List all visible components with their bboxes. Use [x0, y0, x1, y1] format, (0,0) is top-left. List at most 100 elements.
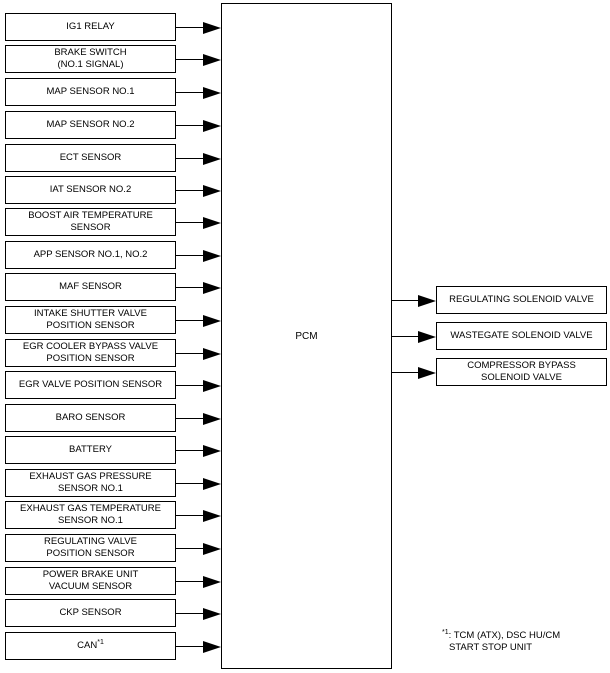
input-arrow-15-arrowhead: [203, 477, 221, 490]
input-arrow-15-line: [176, 483, 203, 484]
input-box-7-line-1: BOOST AIR TEMPERATURE: [28, 210, 153, 221]
output-box-2-line-1: WASTEGATE SOLENOID VALVE: [450, 330, 593, 341]
input-arrow-19-arrowhead: [203, 607, 221, 620]
footnote-line-1: : TCM (ATX), DSC HU/CM: [448, 630, 561, 641]
input-box-3: MAP SENSOR NO.1: [5, 78, 176, 106]
input-arrow-10-line: [176, 320, 203, 321]
input-box-12-line-1: EGR VALVE POSITION SENSOR: [18, 379, 163, 390]
input-box-2-line-2: (NO.1 SIGNAL): [57, 59, 124, 70]
input-arrow-4-arrowhead: [203, 119, 221, 132]
input-arrow-12-arrowhead: [203, 379, 221, 392]
input-arrow-6-line: [176, 190, 203, 191]
footnote-mark: *1: [442, 628, 449, 636]
input-arrow-20-line: [176, 646, 203, 647]
input-box-18-line-1: POWER BRAKE UNIT: [42, 569, 139, 580]
input-box-12: EGR VALVE POSITION SENSOR: [5, 371, 176, 399]
input-arrow-9-line: [176, 287, 203, 288]
input-arrow-5-line: [176, 158, 203, 159]
input-box-20: CAN*1: [5, 632, 176, 660]
input-arrow-19-line: [176, 613, 203, 614]
input-arrow-9-arrowhead: [203, 281, 221, 294]
input-box-13: BARO SENSOR: [5, 404, 176, 432]
input-box-9-line-1: MAF SENSOR: [59, 281, 122, 292]
input-arrow-11-arrowhead: [203, 347, 221, 360]
input-arrow-14-arrowhead: [203, 444, 221, 457]
input-box-16-line-2: SENSOR NO.1: [58, 515, 123, 526]
input-arrow-7-arrowhead: [203, 216, 221, 229]
input-arrow-3-arrowhead: [203, 86, 221, 99]
input-box-11-line-1: EGR COOLER BYPASS VALVE: [22, 341, 159, 352]
output-box-3-line-1: COMPRESSOR BYPASS: [467, 360, 576, 371]
output-arrow-3-arrowhead: [418, 366, 436, 379]
input-box-17-line-2: POSITION SENSOR: [46, 548, 135, 559]
input-box-10-line-1: INTAKE SHUTTER VALVE: [34, 308, 147, 319]
input-box-2: BRAKE SWITCH(NO.1 SIGNAL): [5, 45, 176, 73]
input-box-5-line-1: ECT SENSOR: [59, 152, 122, 163]
input-arrow-18-arrowhead: [203, 575, 221, 588]
input-box-18-line-2: VACUUM SENSOR: [48, 581, 133, 592]
input-arrow-12-line: [176, 385, 203, 386]
input-box-17-line-1: REGULATING VALVE: [44, 536, 137, 547]
input-box-1-line-1: IG1 RELAY: [66, 21, 115, 32]
output-box-1: REGULATING SOLENOID VALVE: [436, 286, 607, 314]
input-box-1: IG1 RELAY: [5, 13, 176, 41]
input-box-4-line-1: MAP SENSOR NO.2: [46, 119, 135, 130]
output-box-1-line-1: REGULATING SOLENOID VALVE: [449, 294, 594, 305]
input-box-14: BATTERY: [5, 436, 176, 464]
input-box-5: ECT SENSOR: [5, 144, 176, 172]
input-box-7-line-2: SENSOR: [70, 222, 111, 233]
input-arrow-8-arrowhead: [203, 249, 221, 262]
input-box-16-line-1: EXHAUST GAS TEMPERATURE: [20, 503, 161, 514]
input-arrow-10-arrowhead: [203, 314, 221, 327]
input-arrow-5-arrowhead: [203, 152, 221, 165]
footnote-line-2: START STOP UNIT: [449, 642, 533, 653]
input-arrow-13-line: [176, 418, 203, 419]
input-arrow-1-arrowhead: [203, 21, 221, 34]
input-arrow-11-line: [176, 353, 203, 354]
output-arrow-2-arrowhead: [418, 330, 436, 343]
input-arrow-1-line: [176, 27, 203, 28]
input-arrow-14-line: [176, 450, 203, 451]
input-box-8-line-1: APP SENSOR NO.1, NO.2: [33, 249, 148, 260]
input-box-14-line-1: BATTERY: [69, 444, 112, 455]
input-arrow-7-line: [176, 222, 203, 223]
input-arrow-16-line: [176, 515, 203, 516]
input-box-2-line-1: BRAKE SWITCH: [54, 47, 127, 58]
output-box-2: WASTEGATE SOLENOID VALVE: [436, 322, 607, 350]
input-arrow-4-line: [176, 125, 203, 126]
input-arrow-8-line: [176, 255, 203, 256]
input-arrow-18-line: [176, 581, 203, 582]
input-arrow-16-arrowhead: [203, 509, 221, 522]
output-arrow-1-arrowhead: [418, 294, 436, 307]
input-arrow-13-arrowhead: [203, 412, 221, 425]
input-box-15-line-1: EXHAUST GAS PRESSURE: [29, 471, 152, 482]
input-box-6-line-1: IAT SENSOR NO.2: [49, 184, 132, 195]
input-arrow-2-arrowhead: [203, 53, 221, 66]
input-arrow-3-line: [176, 92, 203, 93]
input-box-19-line-1: CKP SENSOR: [59, 607, 122, 618]
input-box-10-line-2: POSITION SENSOR: [46, 320, 135, 331]
input-arrow-17-arrowhead: [203, 542, 221, 555]
input-box-8: APP SENSOR NO.1, NO.2: [5, 241, 176, 269]
input-box-20-footnote-mark: *1: [97, 638, 104, 646]
pcm-block: PCM: [221, 3, 392, 669]
input-box-11-line-2: POSITION SENSOR: [46, 353, 135, 364]
footnote: *1: TCM (ATX), DSC HU/CM START STOP UNIT: [442, 628, 561, 654]
input-box-9: MAF SENSOR: [5, 273, 176, 301]
input-box-15-line-2: SENSOR NO.1: [58, 483, 123, 494]
input-arrow-20-arrowhead: [203, 640, 221, 653]
input-box-20-line-1: CAN*1: [77, 638, 104, 651]
input-arrow-6-arrowhead: [203, 184, 221, 197]
output-arrow-2-line: [392, 336, 418, 337]
output-arrow-3-line: [392, 372, 418, 373]
pcm-label: PCM: [295, 331, 318, 342]
input-box-4: MAP SENSOR NO.2: [5, 111, 176, 139]
output-box-3-line-2: SOLENOID VALVE: [481, 372, 562, 383]
